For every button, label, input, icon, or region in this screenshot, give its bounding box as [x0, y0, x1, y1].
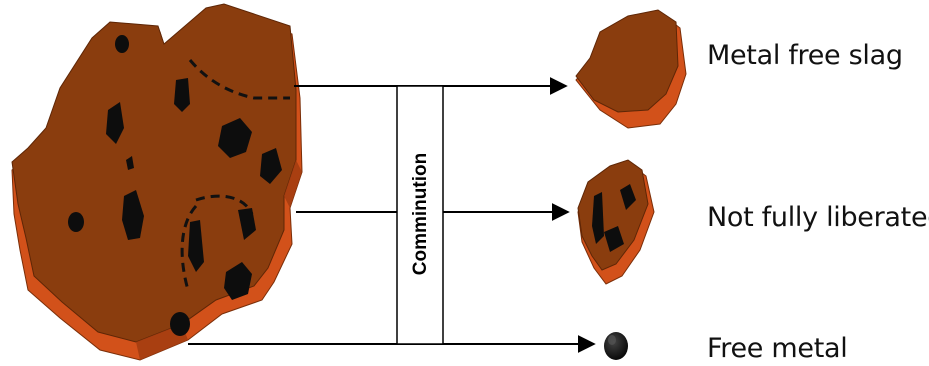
metal-inclusion [115, 35, 129, 53]
not-fully-liberated-piece [578, 160, 654, 284]
free-metal-label: Free metal [707, 335, 847, 362]
metal-inclusion [68, 212, 84, 232]
comminution-label: Comminution [410, 153, 431, 275]
metal-free-slag-label: Metal free slag [707, 42, 903, 69]
metal-free-slag-piece [576, 10, 686, 128]
metal-inclusion [170, 312, 190, 336]
comminution-process-box: Comminution [397, 86, 443, 344]
not-fully-liberated-label: Not fully liberated [707, 204, 929, 231]
slag-chunk-input [12, 4, 302, 360]
free-metal-particle [604, 332, 628, 360]
